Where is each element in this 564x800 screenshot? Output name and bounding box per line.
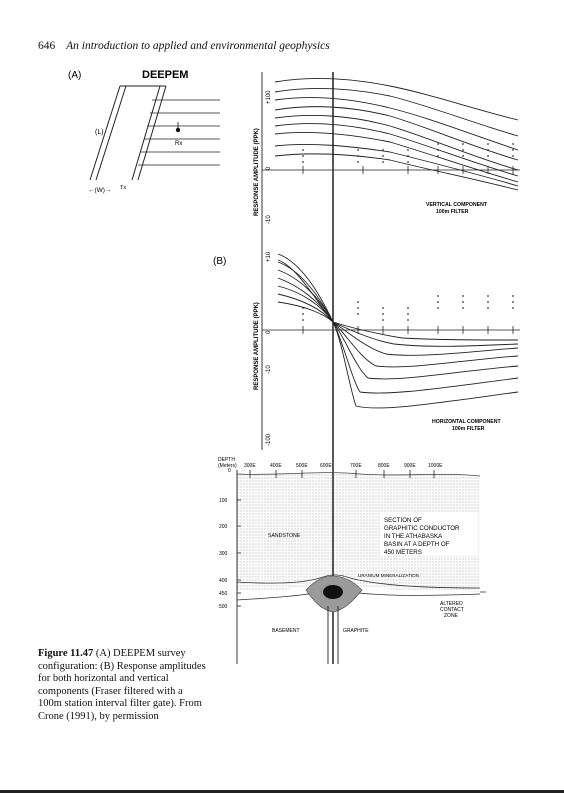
depth-100: 100 <box>219 498 228 504</box>
sandstone-label: SANDSTONE <box>268 533 301 539</box>
station-1000E: 1000E <box>428 463 443 469</box>
station-900E: 900E <box>404 463 416 469</box>
horizontal-legend-line1: HORIZONTAL COMPONENT <box>432 419 502 425</box>
bottom-rule <box>0 790 564 793</box>
depth-500: 500 <box>219 604 228 610</box>
loop-outline <box>89 85 167 181</box>
horizontal-tick-minus10: -10 <box>266 365 272 374</box>
station-labels: 300E 400E 500E 600E 700E 800E 900E 1000E <box>244 463 443 469</box>
vertical-component-plot: RESPONSE AMPLITUDE (PPK) +100 0 -10 <box>254 78 520 224</box>
description-box <box>380 512 478 556</box>
depth-label: DEPTH <box>218 457 235 463</box>
altered-label-2: CONTACT <box>440 607 464 613</box>
panel-b-label: (B) <box>213 256 226 267</box>
station-300E: 300E <box>244 463 256 469</box>
depth-tick-labels: 0 100 200 300 400 450 500 <box>219 468 231 610</box>
horizontal-legend-line2: 100m FILTER <box>452 426 485 432</box>
panel-a-label: (A) <box>68 70 81 81</box>
l-label: (L) <box>95 129 104 136</box>
uranium-label: URANIUM MINERALIZATION <box>358 573 419 578</box>
panel-a: (A) DEEPEM Rx (L) ←(W)→ Tx <box>68 69 220 194</box>
vertical-legend-line1: VERTICAL COMPONENT <box>426 202 488 208</box>
station-500E: 500E <box>296 463 308 469</box>
w-label: ←(W)→ <box>88 187 111 194</box>
tx-label: Tx <box>120 185 126 191</box>
field-lines <box>138 99 220 166</box>
geological-section: DEPTH (Meters) 300E 400E 500E 600E 700E … <box>218 457 486 664</box>
running-header: 646 An introduction to applied and envir… <box>38 40 330 52</box>
page-number: 646 <box>38 40 56 52</box>
description-line5: 450 METERS <box>384 549 422 556</box>
depth-300: 300 <box>219 551 228 557</box>
figure-caption: Figure 11.47 (A) DEEPEM survey configura… <box>38 648 208 723</box>
depth-450: 450 <box>219 591 228 597</box>
graphitic-conductor <box>323 585 343 599</box>
vertical-tick-minus10: -10 <box>266 215 272 224</box>
vertical-legend-line2: 100m FILTER <box>436 209 469 215</box>
altered-label-3: ZONE <box>444 613 459 619</box>
station-700E: 700E <box>350 463 362 469</box>
vertical-y-axis-label: RESPONSE AMPLITUDE (PPK) <box>254 128 260 216</box>
station-400E: 400E <box>270 463 282 469</box>
description-line2: GRAPHITIC CONDUCTOR <box>384 525 460 532</box>
horizontal-tick-plus10: +10 <box>266 251 272 262</box>
description-line1: SECTION OF <box>384 517 422 524</box>
station-600E: 600E <box>320 463 332 469</box>
running-title: An introduction to applied and environme… <box>66 40 330 52</box>
altered-label-1: ALTERED <box>440 601 463 607</box>
depth-units-label: (Meters) <box>218 463 237 469</box>
panel-a-title: DEEPEM <box>142 69 188 81</box>
uranium-mineralization-boundary <box>236 574 481 589</box>
horizontal-tick-minus100: -100 <box>266 433 272 446</box>
rx-label: Rx <box>175 141 182 147</box>
vertical-response-curves <box>274 78 519 191</box>
horizontal-component-plot: RESPONSE AMPLITUDE (PPK) +10 0 -10 -100 <box>254 251 520 446</box>
caption-text: (A) DEEPEM survey configuration: (B) Res… <box>38 648 206 722</box>
description-text: SECTION OF GRAPHITIC CONDUCTOR IN THE AT… <box>384 517 460 556</box>
depth-0: 0 <box>228 468 231 474</box>
vertical-tick-plus100: +100 <box>266 90 272 104</box>
sandstone-fill <box>237 472 480 592</box>
depth-200: 200 <box>219 524 228 530</box>
caption-figure-label: Figure 11.47 <box>38 648 94 659</box>
horizontal-y-axis-label: RESPONSE AMPLITUDE (PPK) <box>254 302 260 390</box>
vertical-tick-zero: 0 <box>266 166 272 170</box>
basement-label: BASEMENT <box>272 628 300 634</box>
description-line4: BASIN AT A DEPTH OF <box>384 541 450 548</box>
station-800E: 800E <box>378 463 390 469</box>
graphite-label: GRAPHITE <box>343 628 369 634</box>
horizontal-tick-zero: 0 <box>266 330 272 334</box>
depth-400: 400 <box>219 578 228 584</box>
ground-surface <box>236 472 481 477</box>
description-line3: IN THE ATHABASKA <box>384 533 443 540</box>
horizontal-response-curves <box>277 253 519 409</box>
